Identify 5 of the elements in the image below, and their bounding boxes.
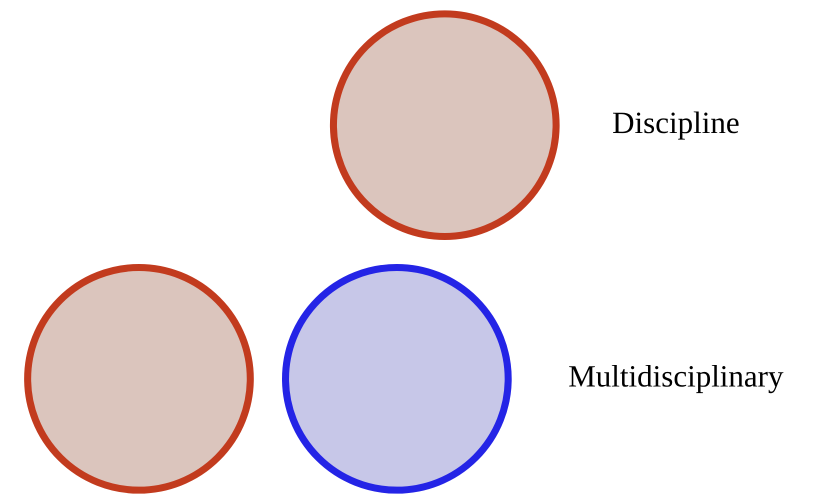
node-circle <box>24 264 254 494</box>
label: Discipline <box>612 105 740 140</box>
node-circle <box>282 264 512 494</box>
label: Multidisciplinary <box>568 358 784 394</box>
node-circle <box>330 10 560 240</box>
